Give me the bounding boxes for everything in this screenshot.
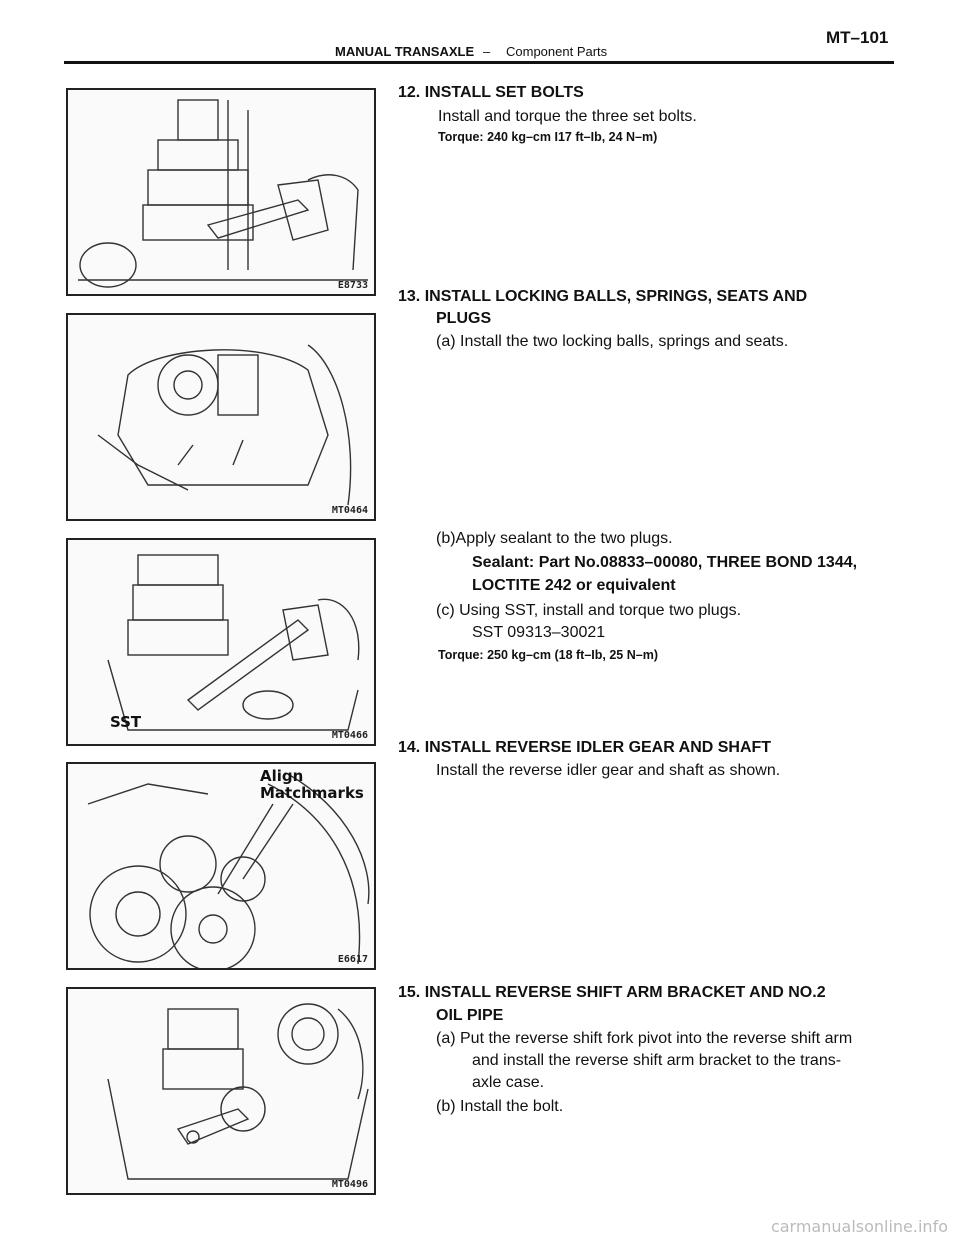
- callout-align: Align: [260, 767, 304, 785]
- sst-number: SST 09313–30021: [472, 624, 606, 641]
- step-15a-line3: axle case.: [472, 1074, 545, 1091]
- step-12-title: 12. INSTALL SET BOLTS: [398, 84, 584, 101]
- figure-set-bolts: E8733: [66, 88, 376, 296]
- figure-code: MT0464: [331, 505, 368, 516]
- figure-reverse-idler-illustration: [87, 773, 370, 968]
- step-15-title-line1: 15. INSTALL REVERSE SHIFT ARM BRACKET AN…: [398, 984, 826, 1001]
- figure-shift-arm-bracket: MT0496: [66, 987, 376, 1195]
- figure-code: MT0466: [331, 730, 368, 741]
- step-15-title-line2: OIL PIPE: [436, 1007, 504, 1024]
- callout-matchmarks: Matchmarks: [260, 784, 364, 802]
- header-rule: [64, 61, 894, 64]
- step-15b-text: (b) Install the bolt.: [436, 1098, 564, 1115]
- figure-plugs-sst: SST MT0466: [66, 538, 376, 746]
- step-12-torque: Torque: 240 kg–cm I17 ft–Ib, 24 N–m): [438, 130, 658, 144]
- figure-code: E6617: [337, 954, 368, 965]
- watermark: carmanualsonline.info: [770, 1217, 948, 1236]
- step-13b-text: (b)Apply sealant to the two plugs.: [436, 530, 673, 547]
- step-12-text: Install and torque the three set bolts.: [438, 108, 697, 125]
- step-14-text: Install the reverse idler gear and shaft…: [436, 762, 781, 779]
- step-15a-line1: (a) Put the reverse shift fork pivot int…: [436, 1030, 853, 1047]
- step-13-torque: Torque: 250 kg–cm (18 ft–Ib, 25 N–m): [438, 648, 658, 662]
- subsection-title: Component Parts: [506, 44, 608, 59]
- figure-plugs-sst-illustration: [107, 554, 360, 731]
- figure-locking-balls: MT0464: [66, 313, 376, 521]
- page-number: MT–101: [826, 28, 889, 47]
- step-15a-line2: and install the reverse shift arm bracke…: [472, 1052, 842, 1069]
- figure-shift-arm-bracket-illustration: [107, 1003, 369, 1180]
- header-dash: –: [483, 44, 491, 59]
- step-13-title-line2: PLUGS: [436, 310, 492, 327]
- step-13a-text: (a) Install the two locking balls, sprin…: [436, 333, 789, 350]
- figure-locking-balls-illustration: [97, 344, 352, 506]
- figure-set-bolts-illustration: [78, 99, 368, 288]
- figure-reverse-idler: Align Matchmarks E6617: [66, 762, 376, 970]
- callout-sst: SST: [110, 713, 142, 731]
- section-title: MANUAL TRANSAXLE: [335, 44, 475, 59]
- figure-code: MT0496: [331, 1179, 368, 1190]
- sealant-spec-line2: LOCTITE 242 or equivalent: [472, 577, 676, 594]
- sealant-spec-line1: Sealant: Part No.08833–00080, THREE BOND…: [472, 554, 858, 571]
- step-14-title: 14. INSTALL REVERSE IDLER GEAR AND SHAFT: [398, 739, 772, 756]
- step-13c-text: (c) Using SST, install and torque two pl…: [436, 602, 742, 619]
- figure-code: E8733: [337, 280, 368, 291]
- step-13-title-line1: 13. INSTALL LOCKING BALLS, SPRINGS, SEAT…: [398, 288, 808, 305]
